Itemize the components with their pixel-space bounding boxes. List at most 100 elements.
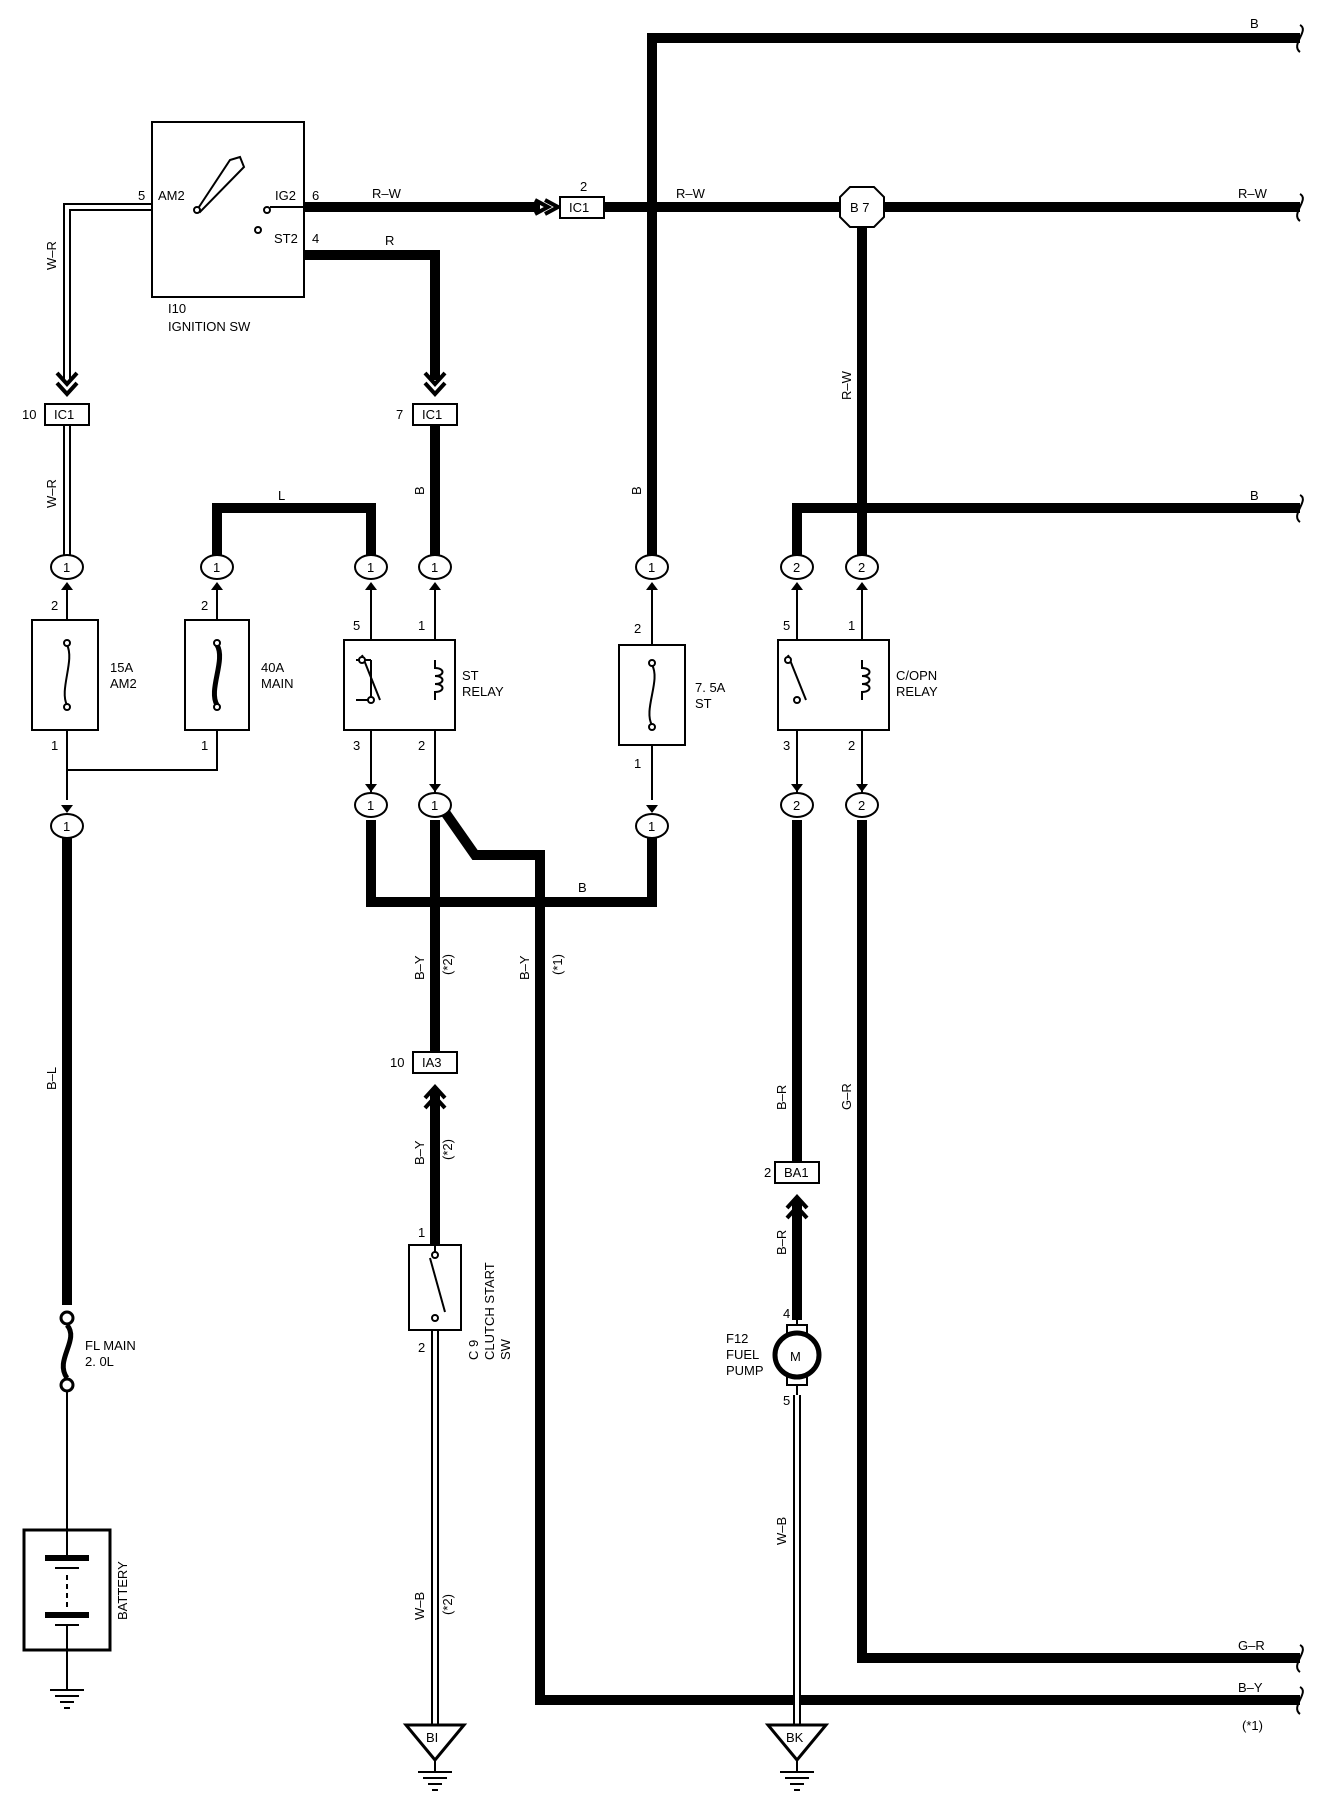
fuse-st-name: ST <box>695 696 712 711</box>
label-rw-vert: R–W <box>839 370 854 400</box>
fuel-pump-pin5: 5 <box>783 1393 790 1408</box>
label-br-2: B–R <box>774 1230 789 1255</box>
label-gr-vert: G–R <box>839 1083 854 1110</box>
battery-label: BATTERY <box>115 1561 130 1620</box>
label-wb-2: W–B <box>774 1517 789 1545</box>
oval-bot-5: 2 <box>793 798 800 813</box>
label-b-top: B <box>1250 16 1259 31</box>
fuse-am2-bot-pin: 1 <box>51 738 58 753</box>
ignition-switch <box>151 121 305 298</box>
connector-ia3-pin: 10 <box>390 1055 404 1070</box>
oval-top-2: 1 <box>213 560 220 575</box>
arrow-ic1b <box>423 371 447 397</box>
label-l: L <box>278 488 285 503</box>
connector-ic1-c <box>559 196 605 219</box>
fuse-st <box>618 644 686 746</box>
oval-top-6: 2 <box>793 560 800 575</box>
st-relay-pin3: 3 <box>353 738 360 753</box>
wire-l <box>212 503 376 565</box>
wire-b-right <box>792 503 1300 565</box>
label-by-2: B–Y <box>412 1140 427 1165</box>
connector-ic1-c-pin: 2 <box>580 179 587 194</box>
connector-ba1-label: BA1 <box>784 1165 809 1180</box>
fl-main-label2: 2. 0L <box>85 1354 114 1369</box>
copn-relay-label2: RELAY <box>896 684 938 699</box>
label-b-vert: B <box>629 486 644 495</box>
wire-b-top <box>647 33 1300 565</box>
label-wb-1: W–B <box>412 1592 427 1620</box>
oval-top-4: 1 <box>431 560 438 575</box>
junction-ovals-top <box>50 554 879 580</box>
connector-ic1-a-pin: 10 <box>22 407 36 422</box>
st-relay-label2: RELAY <box>462 684 504 699</box>
clutch-label2: SW <box>498 1338 513 1360</box>
ign-am2-label: AM2 <box>158 188 185 203</box>
label-by-star1: B–Y <box>517 955 532 980</box>
arrow-ia3 <box>423 1084 447 1110</box>
connector-ic1-b-pin: 7 <box>396 407 403 422</box>
copn-relay-label1: C/OPN <box>896 668 937 683</box>
connector-ic1-a-label: IC1 <box>54 407 74 422</box>
label-wr-bot: W–R <box>44 479 59 508</box>
ground-bk-icon <box>764 1723 830 1791</box>
ground-bi-label: BI <box>426 1730 438 1745</box>
label-wr-top: W–R <box>44 241 59 270</box>
wire-r <box>300 250 440 380</box>
label-rw-1: R–W <box>372 186 402 201</box>
fuel-pump-pin4: 4 <box>783 1306 790 1321</box>
connector-ic1-c-label: IC1 <box>569 200 589 215</box>
label-b-bottom: B <box>578 880 587 895</box>
fuel-pump-code: F12 <box>726 1331 748 1346</box>
fl-main-fusible-link <box>59 1310 75 1393</box>
connector-ic1-a <box>44 403 90 426</box>
copn-relay-pin2: 2 <box>848 738 855 753</box>
oval-top-1: 1 <box>63 560 70 575</box>
copn-relay-pin5: 5 <box>783 618 790 633</box>
fuse-main-name: MAIN <box>261 676 294 691</box>
label-bl: B–L <box>44 1067 59 1090</box>
label-rw-3: R–W <box>1238 186 1268 201</box>
oval-bot-4: 1 <box>648 819 655 834</box>
battery <box>22 1528 112 1652</box>
label-n1: (*1) <box>550 954 565 975</box>
fuel-pump-label2: PUMP <box>726 1363 764 1378</box>
fuel-pump-motor-m: M <box>790 1349 801 1364</box>
oval-bot-2: 1 <box>367 798 374 813</box>
clutch-pin1: 1 <box>418 1225 425 1240</box>
fuse-main-top-pin: 2 <box>201 598 208 613</box>
fuse-am2 <box>31 619 99 731</box>
wire-st-relay-top <box>370 585 436 640</box>
ground-bk-label: BK <box>786 1730 804 1745</box>
ign-st2-label: ST2 <box>274 231 298 246</box>
arrow-ic1c <box>534 198 563 216</box>
st-relay-pin1: 1 <box>418 618 425 633</box>
ign-code: I10 <box>168 301 186 316</box>
wire-fuse-link <box>67 730 218 771</box>
label-by-1: B–Y <box>412 955 427 980</box>
wire-wr-top <box>63 203 152 380</box>
fuse-main <box>184 619 250 731</box>
pin-arrows <box>61 582 868 813</box>
copn-relay-pin3: 3 <box>783 738 790 753</box>
clutch-pin2: 2 <box>418 1340 425 1355</box>
fuse-am2-top-pin: 2 <box>51 598 58 613</box>
wire-by-star1 <box>435 802 1300 1705</box>
wire-break-marks <box>1296 24 1304 1715</box>
battery-ground-icon <box>50 1680 84 1709</box>
connector-ba1-pin: 2 <box>764 1165 771 1180</box>
wire-b-bottom <box>366 820 657 907</box>
connector-ia3-label: IA3 <box>422 1055 442 1070</box>
connector-ic1-b-label: IC1 <box>422 407 442 422</box>
label-rw-2: R–W <box>676 186 706 201</box>
connector-ic1-b <box>412 403 458 426</box>
ign-pin-4: 4 <box>312 231 319 246</box>
oval-top-7: 2 <box>858 560 865 575</box>
fuel-pump-label1: FUEL <box>726 1347 759 1362</box>
ign-ig2-label: IG2 <box>275 188 296 203</box>
clutch-code: C 9 <box>466 1340 481 1360</box>
label-b-ic1b: B <box>412 486 427 495</box>
arrow-ba1 <box>785 1194 809 1220</box>
connector-ba1 <box>774 1161 820 1184</box>
label-by-edge: B–Y <box>1238 1680 1263 1695</box>
fuel-pump-motor <box>772 1320 822 1395</box>
